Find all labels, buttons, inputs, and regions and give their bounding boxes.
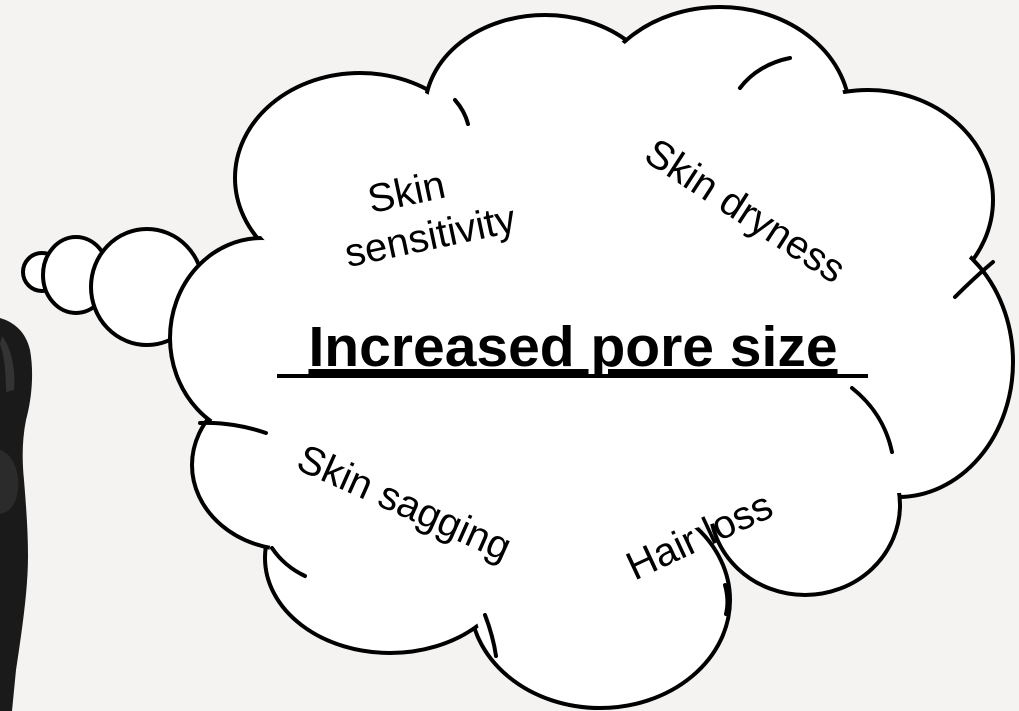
- person-silhouette: [0, 318, 32, 711]
- person-suit: [0, 318, 32, 711]
- main-concept-label: Increased pore size: [308, 315, 837, 379]
